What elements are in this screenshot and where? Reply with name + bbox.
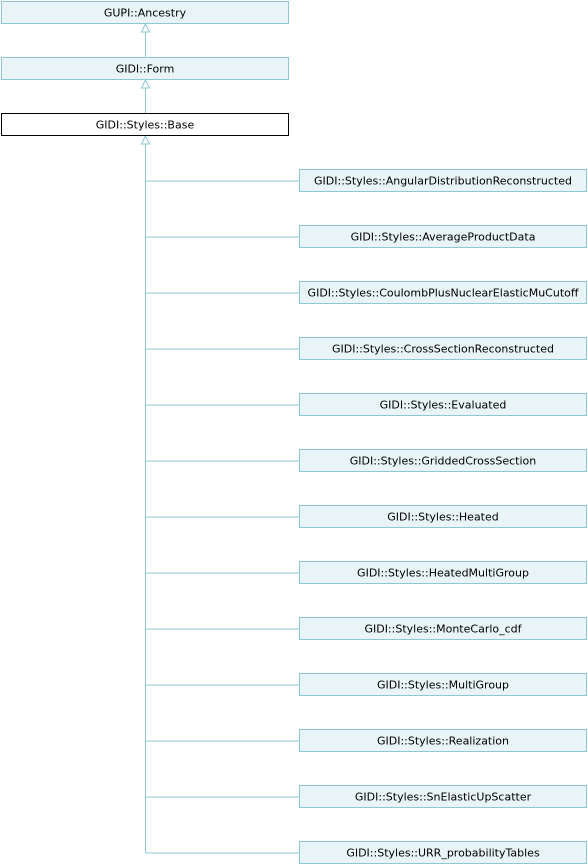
class-node-gidi-styles-urr-probabilitytables[interactable]: GIDI::Styles::URR_probabilityTables [299, 841, 587, 864]
class-node-gidi-styles-heated[interactable]: GIDI::Styles::Heated [299, 505, 587, 528]
class-node-label: GIDI::Styles::SnElasticUpScatter [355, 791, 532, 804]
class-node-box [299, 673, 587, 696]
class-node-box [299, 505, 587, 528]
class-node-box [299, 729, 587, 752]
class-node-label: GIDI::Styles::HeatedMultiGroup [357, 567, 529, 580]
class-node-gidi-styles-griddedcrosssection[interactable]: GIDI::Styles::GriddedCrossSection [299, 449, 587, 472]
class-node-label: GIDI::Styles::CrossSectionReconstructed [332, 343, 554, 356]
class-node-label: GIDI::Styles::MonteCarlo_cdf [364, 623, 522, 636]
class-node-box [299, 449, 587, 472]
class-node-label: GIDI::Styles::Heated [387, 511, 499, 524]
class-node-gidi-styles-multigroup[interactable]: GIDI::Styles::MultiGroup [299, 673, 587, 696]
class-node-box [299, 561, 587, 584]
inheritance-arrowhead [140, 78, 151, 89]
class-node-gidi-styles-snelasticupscatter[interactable]: GIDI::Styles::SnElasticUpScatter [299, 785, 587, 808]
class-node-gidi-styles-evaluated[interactable]: GIDI::Styles::Evaluated [299, 393, 587, 416]
class-node-gidi-styles-montecarlo-cdf[interactable]: GIDI::Styles::MonteCarlo_cdf [299, 617, 587, 640]
class-node-label: GUPI::Ancestry [104, 7, 187, 20]
class-node-label: GIDI::Styles::AverageProductData [351, 231, 536, 244]
class-node-label: GIDI::Styles::Realization [377, 735, 509, 748]
class-node-box [299, 225, 587, 248]
class-node-gidi-styles-base[interactable]: GIDI::Styles::Base [1, 113, 289, 136]
class-node-label: GIDI::Styles::AngularDistributionReconst… [314, 175, 572, 188]
class-node-box [299, 393, 587, 416]
class-node-box [299, 617, 587, 640]
class-node-gidi-form[interactable]: GIDI::Form [1, 57, 289, 80]
class-node-label: GIDI::Form [116, 63, 175, 76]
class-node-box [299, 281, 587, 304]
class-node-gidi-styles-crosssectionreconstructed[interactable]: GIDI::Styles::CrossSectionReconstructed [299, 337, 587, 360]
class-node-gupi-ancestry[interactable]: GUPI::Ancestry [1, 1, 289, 24]
class-node-gidi-styles-coulombplusnuclearelasticmucutoff[interactable]: GIDI::Styles::CoulombPlusNuclearElasticM… [299, 281, 587, 304]
class-node-label: GIDI::Styles::Base [96, 119, 195, 132]
class-node-label: GIDI::Styles::URR_probabilityTables [346, 847, 540, 860]
inheritance-arrowhead [140, 134, 151, 145]
class-node-label: GIDI::Styles::CoulombPlusNuclearElasticM… [308, 287, 579, 300]
class-node-box [299, 785, 587, 808]
class-node-gidi-styles-angulardistributionreconstructed[interactable]: GIDI::Styles::AngularDistributionReconst… [299, 169, 587, 192]
class-node-box [1, 57, 289, 80]
inheritance-arrowhead [140, 22, 151, 33]
inheritance-edges [140, 22, 299, 854]
class-node-box [1, 1, 289, 24]
class-node-box [299, 169, 587, 192]
class-node-gidi-styles-realization[interactable]: GIDI::Styles::Realization [299, 729, 587, 752]
class-node-gidi-styles-heatedmultigroup[interactable]: GIDI::Styles::HeatedMultiGroup [299, 561, 587, 584]
class-node-box [299, 337, 587, 360]
class-node-label: GIDI::Styles::GriddedCrossSection [350, 455, 537, 468]
class-node-box [1, 113, 289, 136]
class-node-gidi-styles-averageproductdata[interactable]: GIDI::Styles::AverageProductData [299, 225, 587, 248]
class-node-label: GIDI::Styles::Evaluated [380, 399, 507, 412]
class-node-label: GIDI::Styles::MultiGroup [377, 679, 509, 692]
